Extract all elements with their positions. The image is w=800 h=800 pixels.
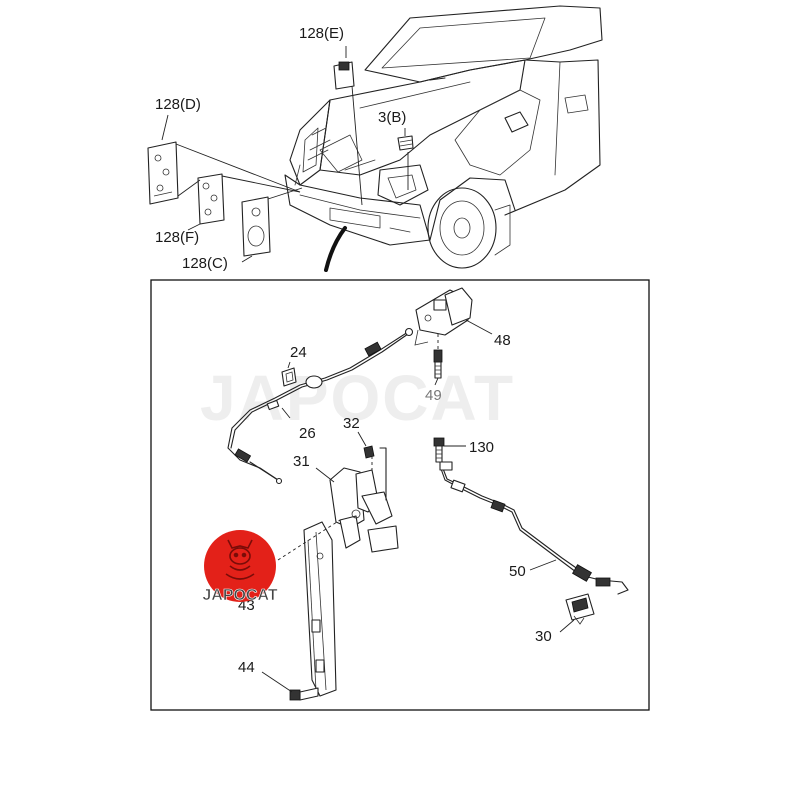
callout-130: 130 xyxy=(469,439,494,456)
callout-128c: 128(C) xyxy=(182,255,228,272)
callout-48: 48 xyxy=(494,332,511,349)
lever-bracket-31 xyxy=(329,447,399,553)
clip-24 xyxy=(281,361,297,387)
bolt-32 xyxy=(357,431,375,459)
callout-128f: 128(F) xyxy=(155,229,199,246)
badge-text: JAPOCAT xyxy=(202,587,277,604)
bracket-128e xyxy=(333,46,355,90)
bracket-128d xyxy=(147,114,179,205)
bolt-49 xyxy=(433,334,443,386)
bracket-leaders xyxy=(175,143,303,200)
callout-30: 30 xyxy=(535,628,552,645)
callout-24: 24 xyxy=(290,344,307,361)
callouts: 128(E) 128(D) 3(B) 128(F) 128(C) 48 24 4… xyxy=(155,25,552,676)
watermark-text: JAPOCAT xyxy=(200,362,515,434)
bolt-44 xyxy=(261,671,319,701)
release-cable-50 xyxy=(439,461,629,595)
cat-mascot-icon xyxy=(225,539,255,580)
japocat-badge: JAPOCAT xyxy=(202,530,278,604)
bolt-130 xyxy=(433,437,466,463)
callout-32: 32 xyxy=(343,415,360,432)
callout-44: 44 xyxy=(238,659,255,676)
callout-31: 31 xyxy=(293,453,310,470)
callout-49: 49 xyxy=(425,387,442,404)
detail-pointer-arrow xyxy=(324,226,347,272)
callout-128d: 128(D) xyxy=(155,96,201,113)
bracket-128f xyxy=(187,173,225,231)
detail-frame xyxy=(150,279,650,711)
bumper-stop-3b xyxy=(397,128,414,151)
release-handle-30 xyxy=(559,593,595,633)
callout-26: 26 xyxy=(299,425,316,442)
release-cable-26 xyxy=(227,327,414,485)
support-bar-43 xyxy=(303,521,337,697)
bracket-128c xyxy=(241,196,271,263)
callout-50: 50 xyxy=(509,563,526,580)
callout-3b: 3(B) xyxy=(378,109,406,126)
callout-128e: 128(E) xyxy=(299,25,344,42)
hood-latch-48 xyxy=(414,287,473,346)
vehicle-illustration xyxy=(284,5,603,269)
